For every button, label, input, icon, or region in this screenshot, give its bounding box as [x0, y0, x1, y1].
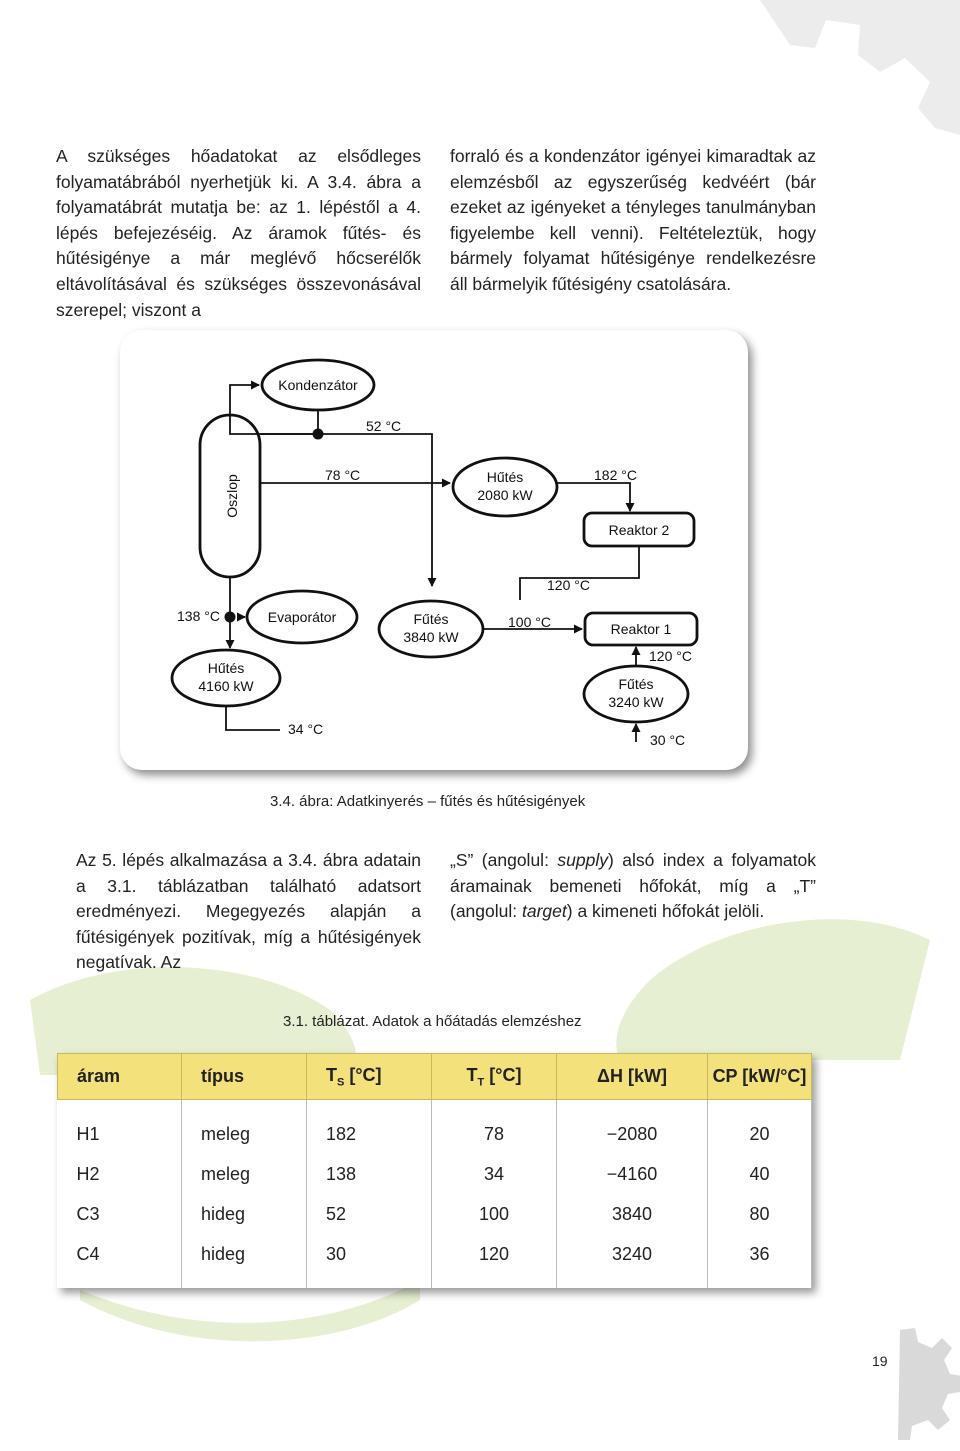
- cell-ts: 138: [306, 1154, 432, 1194]
- cell-ts: 30: [306, 1234, 432, 1274]
- cell-dh: −4160: [556, 1154, 708, 1194]
- cell-aram: H2: [57, 1154, 182, 1194]
- leaf-decoration: [30, 919, 930, 1342]
- temp-52-label: 52 °C: [366, 418, 401, 434]
- valve-icon: [312, 428, 324, 440]
- oszlop-label: Oszlop: [224, 474, 240, 518]
- cell-ts: 182: [306, 1114, 432, 1154]
- temp-78-label: 78 °C: [325, 467, 360, 483]
- body-text-right-mid: „S” (angolul: supply) alsó index a folya…: [450, 850, 816, 922]
- table-row: H2 meleg 138 34 −4160 40: [57, 1154, 812, 1194]
- temp-120b-label: 120 °C: [649, 648, 692, 664]
- cell-aram: C4: [57, 1234, 182, 1274]
- cell-tipus: meleg: [181, 1114, 307, 1154]
- temp-182-label: 182 °C: [594, 467, 637, 483]
- cell-ts: 52: [306, 1194, 432, 1234]
- temp-30-label: 30 °C: [650, 732, 685, 748]
- header-tt: TT [°C]: [431, 1053, 557, 1100]
- table-header-row: áram típus TS [°C] TT [°C] ΔH [kW] CP [k…: [57, 1053, 812, 1100]
- temp-120a-label: 120 °C: [547, 577, 590, 593]
- table-caption: 3.1. táblázat. Adatok a hőátadás elemzés…: [283, 1013, 582, 1030]
- body-text-left-top: A szükséges hőadatokat az elsődleges fol…: [56, 146, 421, 320]
- header-tipus: típus: [181, 1053, 307, 1100]
- header-ts: TS [°C]: [306, 1053, 432, 1100]
- figure-caption: 3.4. ábra: Adatkinyerés – fűtés és hűtés…: [270, 793, 586, 810]
- page-number: 19: [872, 1353, 888, 1369]
- table-row: C3 hideg 52 100 3840 80: [57, 1194, 812, 1234]
- body-text-left-mid: Az 5. lépés alkalmazása a 3.4. ábra adat…: [76, 850, 421, 973]
- futes-3840-label-b: 3840 kW: [403, 629, 459, 645]
- hutes-2080-label-b: 2080 kW: [477, 487, 533, 503]
- cell-dh: 3240: [556, 1234, 708, 1274]
- cell-tipus: hideg: [181, 1194, 307, 1234]
- cell-cp: 80: [707, 1194, 812, 1234]
- hutes-4160-label-a: Hűtés: [208, 660, 245, 676]
- futes-3840-label-a: Fűtés: [413, 611, 448, 627]
- cell-cp: 20: [707, 1114, 812, 1154]
- table-row: C4 hideg 30 120 3240 36: [57, 1234, 812, 1274]
- futes-3240-label-b: 3240 kW: [608, 694, 664, 710]
- header-cp: CP [kW/°C]: [707, 1053, 812, 1100]
- evaporator-node: [245, 589, 359, 645]
- gear-small-icon: [898, 1328, 960, 1440]
- reaktor1-label: Reaktor 1: [611, 621, 672, 637]
- cell-tt: 100: [431, 1194, 557, 1234]
- temp-34-label: 34 °C: [288, 721, 323, 737]
- temp-138-label: 138 °C: [177, 608, 220, 624]
- cell-tipus: hideg: [181, 1234, 307, 1274]
- cell-dh: 3840: [556, 1194, 708, 1234]
- cell-cp: 40: [707, 1154, 812, 1194]
- header-aram: áram: [57, 1053, 182, 1100]
- temp-100-label: 100 °C: [508, 614, 551, 630]
- table-row: H1 meleg 182 78 −2080 20: [57, 1114, 812, 1154]
- hutes-2080-label-a: Hűtés: [487, 469, 524, 485]
- futes-3240-label-a: Fűtés: [618, 676, 653, 692]
- cell-tt: 78: [431, 1114, 557, 1154]
- kondenzator-label: Kondenzátor: [278, 377, 358, 393]
- process-flow-diagram: Kondenzátor Oszlop 52 °C 78 °C Hűtés 208…: [120, 330, 748, 770]
- cell-dh: −2080: [556, 1114, 708, 1154]
- cell-cp: 36: [707, 1234, 812, 1274]
- pump-icon: [224, 611, 236, 623]
- reaktor2-label: Reaktor 2: [609, 522, 670, 538]
- cell-aram: H1: [57, 1114, 182, 1154]
- reaktor1-node: [583, 611, 699, 647]
- hutes-4160-label-b: 4160 kW: [198, 678, 254, 694]
- body-text-right-top: forraló és a kondenzátor igényei kimarad…: [450, 146, 816, 294]
- heat-data-table: áram típus TS [°C] TT [°C] ΔH [kW] CP [k…: [57, 1053, 812, 1288]
- cell-aram: C3: [57, 1194, 182, 1234]
- hutes-2080-node: [451, 456, 559, 518]
- header-dh: ΔH [kW]: [556, 1053, 708, 1100]
- evaporator-label: Evaporátor: [268, 609, 337, 625]
- cell-tt: 34: [431, 1154, 557, 1194]
- cell-tt: 120: [431, 1234, 557, 1274]
- gear-watermark-icon: [760, 0, 960, 135]
- cell-tipus: meleg: [181, 1154, 307, 1194]
